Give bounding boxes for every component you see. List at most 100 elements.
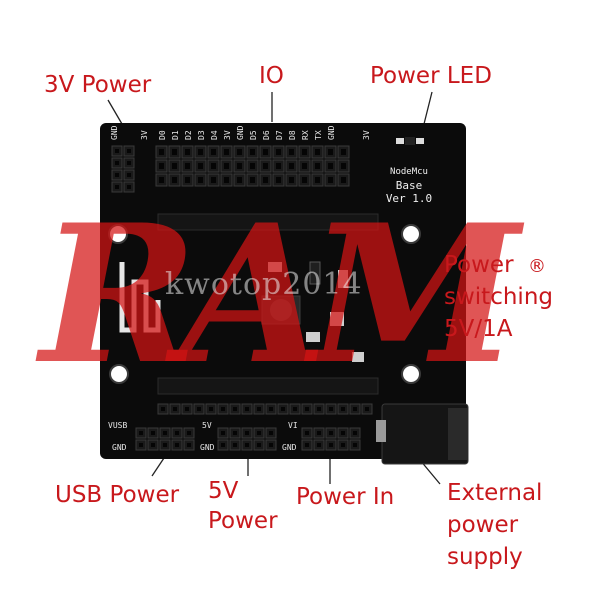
header-pin-hole (289, 163, 294, 169)
header-pin-hole (276, 177, 281, 183)
header-pin-hole (250, 163, 255, 169)
smd-capacitor (338, 270, 348, 288)
header-label: D7 (275, 130, 284, 140)
header-pin-hole (245, 443, 249, 447)
callout-external-1: External (447, 480, 543, 506)
header-pin-hole (315, 163, 320, 169)
header-label: 3V (223, 130, 232, 140)
header-pin-hole (185, 163, 190, 169)
watermark-logo: RAM (40, 183, 520, 406)
header-pin-hole (315, 177, 320, 183)
header-pin-hole (151, 443, 155, 447)
header-pin-hole (257, 431, 261, 435)
silk-5v: 5V (202, 421, 212, 430)
led-pad (396, 138, 404, 144)
header-pin-hole (187, 431, 191, 435)
mounting-hole (401, 364, 421, 384)
header-pin-hole (127, 173, 131, 177)
mounting-holes (108, 224, 421, 384)
header-pin-hole (257, 407, 261, 411)
header-pin-hole (151, 431, 155, 435)
header-pin-hole (185, 149, 190, 155)
header-pins (111, 145, 373, 451)
header-pin-hole (224, 163, 229, 169)
header-pin-hole (353, 431, 357, 435)
smd-diode (309, 261, 321, 285)
header-label: GND (327, 125, 336, 140)
header-pin-hole (305, 443, 309, 447)
header-pin-hole (341, 163, 346, 169)
header-label: D2 (184, 130, 193, 140)
header-label: GND (236, 125, 245, 140)
header-pin-hole (115, 185, 119, 189)
header-pin-hole (305, 431, 309, 435)
header-pin-hole (211, 163, 216, 169)
mounting-hole (109, 364, 129, 384)
header-pin-hole (257, 443, 261, 447)
header-pin-hole (263, 163, 268, 169)
header-pin-hole (172, 177, 177, 183)
header-pin-hole (185, 407, 189, 411)
header-pin-hole (198, 163, 203, 169)
header-pin-hole (233, 407, 237, 411)
silk-vusb: VUSB (108, 421, 128, 430)
header-label: D0 (158, 130, 167, 140)
header-pin-hole (159, 149, 164, 155)
callout-3v-power: 3V Power (44, 72, 152, 98)
header-pin-hole (250, 149, 255, 155)
header-label: 3V (362, 130, 371, 140)
pcb-board (100, 123, 466, 459)
header-pin-hole (365, 407, 369, 411)
header-pin-hole (302, 163, 307, 169)
silk-gnd: GND (112, 443, 127, 452)
callout-power-led: Power LED (370, 63, 492, 89)
header-pin-hole (263, 177, 268, 183)
header-pin-hole (172, 163, 177, 169)
header-label: TX (314, 130, 323, 140)
brand-line: Base (395, 179, 423, 192)
header-pin-hole (281, 407, 285, 411)
header-pin-hole (302, 149, 307, 155)
smd-resistor (352, 352, 364, 362)
header-pin-hole (159, 177, 164, 183)
regulator-coil (270, 299, 292, 321)
silk-gnd: GND (200, 443, 215, 452)
leader-usb-power (151, 457, 165, 477)
header-pin-hole (237, 177, 242, 183)
header-pin-hole (263, 149, 268, 155)
header-pin-hole (329, 407, 333, 411)
header-pin-hole (221, 431, 225, 435)
header-pin-hole (237, 163, 242, 169)
header-pin-hole (341, 431, 345, 435)
leader-power-led (423, 91, 433, 125)
header-pin-hole (302, 177, 307, 183)
header-pin-hole (341, 177, 346, 183)
header-pin-hole (127, 161, 131, 165)
header-label: 3V (140, 130, 149, 140)
header-pin-hole (221, 407, 225, 411)
watermark-text: kwotop2014 (165, 267, 363, 302)
led-pad (416, 138, 424, 144)
header-pin-hole (115, 173, 119, 177)
header-pin-hole (172, 149, 177, 155)
header-pin-hole (276, 163, 281, 169)
brand-line: NodeMcu (390, 167, 428, 177)
header-pin-hole (159, 163, 164, 169)
silk-vin: VI (288, 421, 298, 430)
header-pin-hole (289, 149, 294, 155)
header-pin-hole (276, 149, 281, 155)
header-pin-hole (329, 431, 333, 435)
header-pin-hole (224, 149, 229, 155)
mounting-hole (401, 224, 421, 244)
callout-power-switching-2: switching (444, 284, 553, 310)
callout-external-3: supply (447, 544, 523, 570)
header-pin-hole (163, 443, 167, 447)
header-pin-hole (233, 431, 237, 435)
header-pin-hole (293, 407, 297, 411)
brand-line: Ver 1.0 (385, 192, 433, 205)
smd-resistor (268, 262, 282, 272)
header-pin-hole (233, 443, 237, 447)
header-pin-hole (317, 407, 321, 411)
header-pin-hole (328, 163, 333, 169)
